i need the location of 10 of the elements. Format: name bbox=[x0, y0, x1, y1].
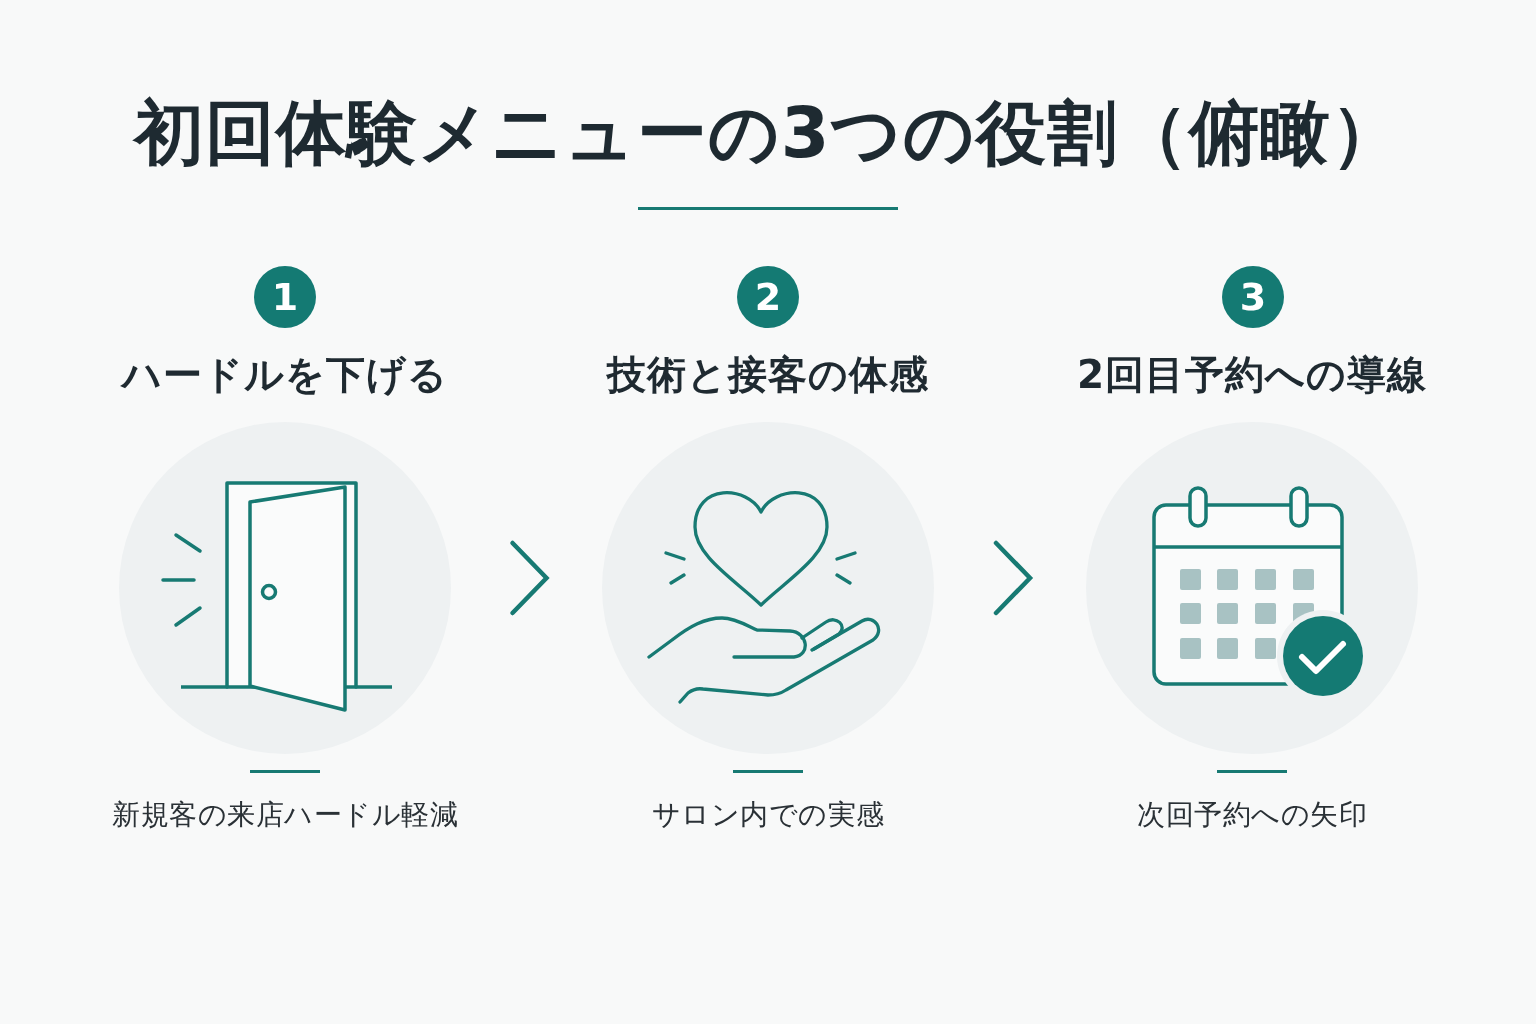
step-caption: サロン内での実感 bbox=[651, 798, 885, 832]
step-caption: 新規客の来店ハードル軽減 bbox=[112, 798, 458, 832]
step-heading: ハードルを下げる bbox=[122, 352, 448, 398]
step-heading: 2回目予約への導線 bbox=[1076, 352, 1428, 398]
number-badge: 1 bbox=[254, 266, 316, 328]
number-badge: 2 bbox=[737, 266, 799, 328]
step-caption: 次回予約への矢印 bbox=[1137, 798, 1367, 832]
title: 初回体験メニューの3つの役割（俯瞰） bbox=[133, 91, 1403, 176]
step-heading: 技術と接客の体感 bbox=[607, 352, 929, 398]
number-badge: 3 bbox=[1222, 266, 1284, 328]
